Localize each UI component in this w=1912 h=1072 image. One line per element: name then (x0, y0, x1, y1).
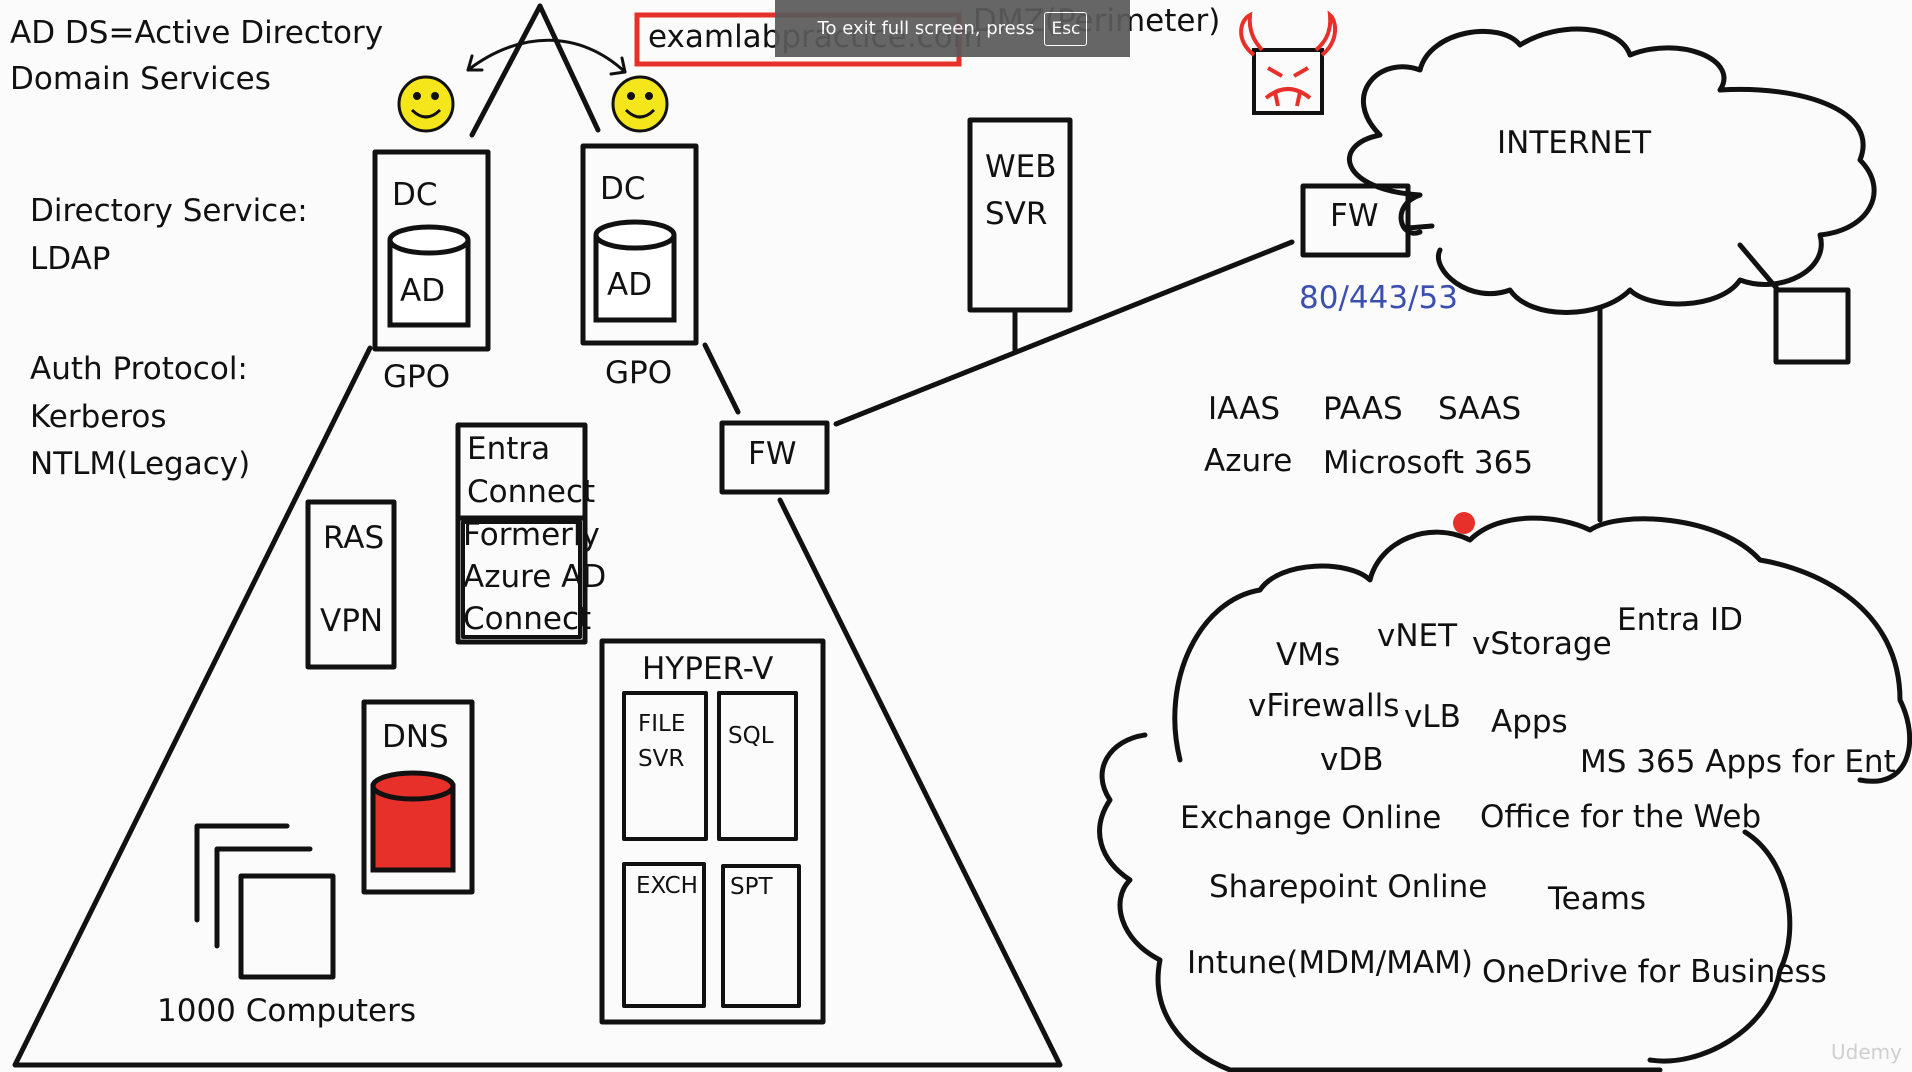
dc2-gpo-label: GPO (605, 355, 673, 391)
web-server-box (967, 117, 1073, 313)
file-svr-line2: SVR (638, 746, 685, 772)
entra-id-label: Entra ID (1617, 602, 1743, 638)
ldap-label: LDAP (30, 241, 111, 277)
ntlm-label: NTLM(Legacy) (30, 446, 251, 482)
file-svr-line1: FILE (638, 711, 686, 737)
database-cylinder-icon (387, 219, 677, 328)
computer-stack (194, 823, 336, 980)
fw-outer-box (1300, 183, 1411, 258)
fw-outer-label: FW (1330, 198, 1379, 234)
intune-label: Intune(MDM/MAM) (1187, 945, 1474, 981)
dns-label: DNS (382, 719, 449, 755)
paas-label: PAAS (1323, 391, 1403, 427)
entra-line3: Formerly (463, 517, 600, 553)
vnet-label: vNET (1377, 618, 1458, 654)
dc1-box (372, 149, 491, 352)
azure-label: Azure (1204, 443, 1293, 479)
fw-inner-box (719, 420, 830, 495)
ms365-apps-label: MS 365 Apps for Ent (1580, 744, 1896, 780)
fw-inner-label: FW (748, 436, 797, 472)
internet-label: INTERNET (1497, 125, 1652, 161)
toast-message: To exit full screen, press (817, 18, 1035, 39)
hyperv-box (599, 638, 826, 1025)
dc2-ad-label: AD (607, 267, 653, 303)
entra-line4: Azure AD (463, 559, 607, 595)
red-dot (1453, 512, 1475, 534)
spt-label: SPT (730, 874, 773, 900)
vms-label: VMs (1276, 637, 1341, 673)
kerberos-label: Kerberos (30, 399, 167, 435)
dc2-title: DC (600, 171, 646, 207)
vdb-label: vDB (1320, 742, 1384, 778)
ras-label: RAS (323, 520, 385, 556)
watermark-logo: Udemy (1831, 1040, 1902, 1064)
svr-label: SVR (985, 196, 1048, 232)
ad-ds-title: AD DS=Active Directory (10, 15, 384, 51)
saas-label: SAAS (1438, 391, 1522, 427)
devil-icon (1239, 10, 1337, 115)
office-web-label: Office for the Web (1480, 799, 1762, 835)
sharepoint-online-label: Sharepoint Online (1209, 869, 1488, 905)
apps-label: Apps (1491, 704, 1568, 740)
entra-line1: Entra (467, 431, 551, 467)
vfirewalls-label: vFirewalls (1248, 688, 1400, 724)
microsoft-365-label: Microsoft 365 (1323, 445, 1534, 481)
directory-service-label: Directory Service: (30, 193, 308, 229)
sql-label: SQL (728, 723, 774, 749)
auth-protocol-label: Auth Protocol: (30, 351, 248, 387)
smiley-icon (397, 75, 669, 133)
hyperv-title: HYPER-V (642, 651, 774, 687)
iaas-label: IAAS (1208, 391, 1281, 427)
dns-box (361, 699, 475, 895)
teams-label: Teams (1548, 881, 1647, 917)
entra-line5: Connect (463, 601, 592, 637)
branch-office-box (1773, 287, 1851, 365)
ad-ds-subtitle: Domain Services (10, 61, 271, 97)
ports-label: 80/443/53 (1299, 280, 1458, 316)
dc1-title: DC (392, 177, 438, 213)
ras-box (305, 499, 397, 670)
dc2-box (580, 143, 699, 346)
computers-label: 1000 Computers (157, 993, 417, 1029)
dc1-gpo-label: GPO (383, 359, 451, 395)
exch-label: EXCH (636, 873, 698, 899)
vstorage-label: vStorage (1472, 626, 1612, 662)
network-pyramid-left (12, 3, 1063, 1068)
esc-key-badge[interactable]: Esc (1044, 11, 1088, 46)
entra-line2: Connect (467, 474, 596, 510)
vlb-label: vLB (1404, 699, 1461, 735)
entra-connect-box (455, 422, 588, 645)
fullscreen-exit-toast: To exit full screen, press Esc (775, 0, 1130, 57)
dns-database-icon (370, 770, 456, 873)
dc1-ad-label: AD (400, 273, 446, 309)
exchange-online-label: Exchange Online (1180, 800, 1442, 836)
network-pyramid-top-right (537, 3, 601, 133)
web-label: WEB (985, 149, 1057, 185)
onedrive-label: OneDrive for Business (1482, 954, 1827, 990)
microsoft-cloud (1097, 515, 1912, 1072)
pyramid-right-upper (702, 342, 741, 415)
wan-link (833, 239, 1295, 427)
vpn-label: VPN (320, 603, 384, 639)
internet-cloud (1347, 26, 1877, 315)
replication-arrow (466, 38, 627, 74)
